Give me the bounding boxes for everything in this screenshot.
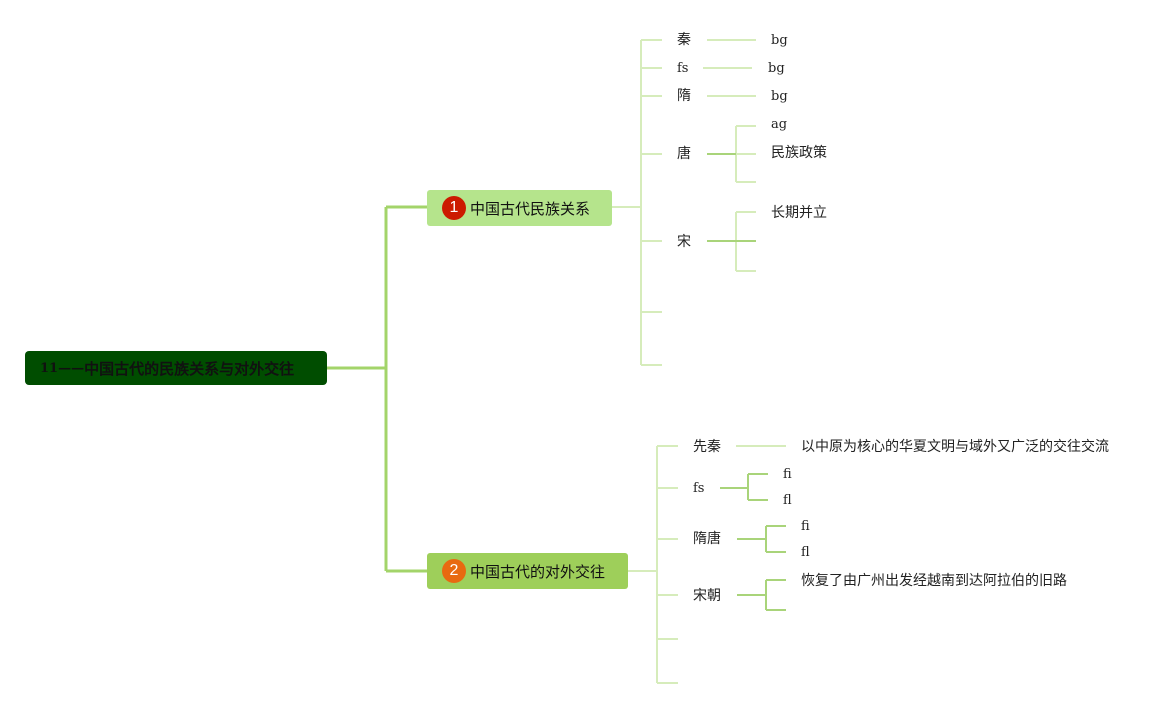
subtopic-song-dynasty[interactable]: 宋朝 bbox=[693, 588, 721, 604]
root-topic-dash: —— bbox=[58, 360, 85, 376]
branch-topic-label: 中国古代民族关系 bbox=[470, 199, 591, 218]
subtopic-tang[interactable]: 唐 bbox=[677, 146, 691, 162]
branch-topic-label: 中国古代的对外交往 bbox=[470, 562, 606, 581]
leaf-sui-tang-fi[interactable]: fi bbox=[801, 519, 810, 534]
leaf-tang-ag[interactable]: ag bbox=[771, 117, 788, 132]
root-topic[interactable]: 11——中国古代的民族关系与对外交往 bbox=[25, 351, 327, 385]
leaf-qin-bg[interactable]: bg bbox=[771, 33, 788, 48]
connector-branch-1-leaves bbox=[703, 39, 756, 272]
branch-topic-foreign-exchange[interactable]: 2 中国古代的对外交往 bbox=[427, 553, 628, 589]
priority-2-icon: 2 bbox=[442, 559, 466, 583]
leaf-fs-fi[interactable]: fi bbox=[783, 467, 792, 482]
root-topic-title: 中国古代的民族关系与对外交往 bbox=[84, 359, 295, 378]
subtopic-song[interactable]: 宋 bbox=[677, 234, 691, 250]
connector-root-branches bbox=[327, 205, 427, 573]
subtopic-pre-qin[interactable]: 先秦 bbox=[693, 439, 721, 455]
priority-1-icon: 1 bbox=[442, 196, 466, 220]
connector-branch-1-leaves-strong bbox=[707, 153, 756, 242]
branch-topic-ethnic-relations[interactable]: 1 中国古代民族关系 bbox=[427, 190, 612, 226]
subtopic-fs[interactable]: fs bbox=[677, 61, 689, 76]
subtopic-sui-tang[interactable]: 隋唐 bbox=[693, 531, 721, 547]
subtopic-qin[interactable]: 秦 bbox=[677, 32, 691, 48]
leaf-tang-ethnic-policy[interactable]: 民族政策 bbox=[771, 145, 827, 161]
connector-branch-2-leaves bbox=[720, 445, 786, 611]
connector-branch-1-children bbox=[612, 39, 662, 366]
leaf-sui-bg[interactable]: bg bbox=[771, 89, 788, 104]
leaf-pre-qin-exchange[interactable]: 以中原为核心的华夏文明与域外又广泛的交往交流 bbox=[801, 439, 1109, 455]
leaf-fs-fl[interactable]: fl bbox=[783, 493, 792, 508]
subtopic-sui[interactable]: 隋 bbox=[677, 88, 691, 104]
connector-branch-2-children bbox=[628, 445, 678, 684]
leaf-song-dynasty-route[interactable]: 恢复了由广州出发经越南到达阿拉伯的旧路 bbox=[801, 573, 1067, 589]
root-topic-number: 11 bbox=[40, 360, 59, 376]
leaf-sui-tang-fl[interactable]: fl bbox=[801, 545, 810, 560]
leaf-fs-bg[interactable]: bg bbox=[768, 61, 785, 76]
leaf-song-long-coexistence[interactable]: 长期并立 bbox=[771, 205, 827, 221]
subtopic-fs[interactable]: fs bbox=[693, 481, 705, 496]
